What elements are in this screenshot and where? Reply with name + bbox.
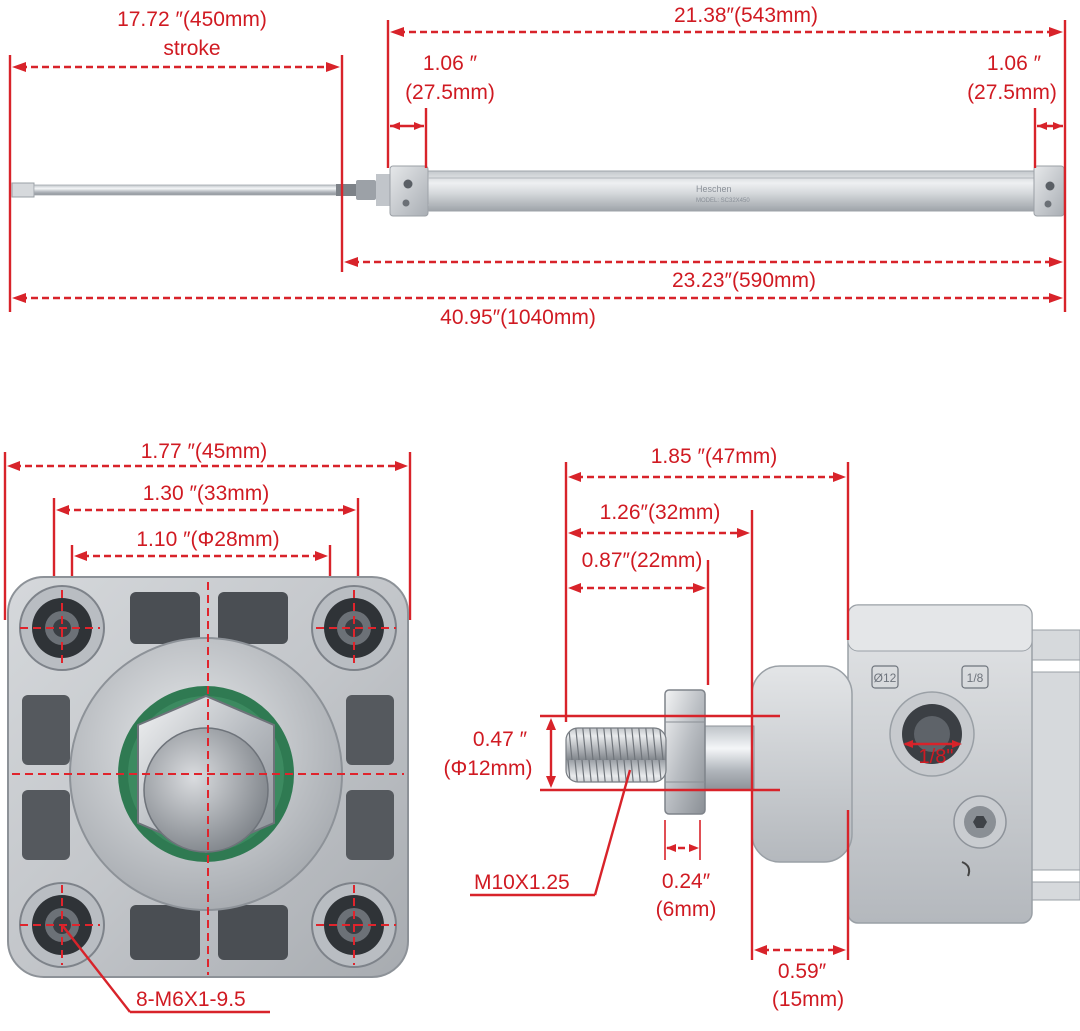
port-size: 1/8" — [919, 746, 954, 768]
boss-diameter: 1.10 ″(Φ28mm) — [136, 528, 279, 551]
total-length: 40.95″(1040mm) — [440, 306, 596, 329]
side-body: Ø12 1/8 — [847, 604, 1080, 924]
rod-end — [143, 727, 269, 853]
side-view: Ø12 1/8 — [443, 445, 1080, 1011]
thread-length: 0.87″(22mm) — [582, 549, 703, 572]
front-end-cap — [376, 165, 429, 217]
rear-end-cap — [1033, 165, 1065, 217]
stroke-label: stroke — [163, 37, 220, 60]
mount-thread-callout: 8-M6X1-9.5 — [61, 924, 270, 1014]
rod-diameter-mm: (Φ12mm) — [443, 757, 532, 780]
rod-to-body: 1.85 ″(47mm) — [651, 445, 777, 468]
nut-thickness-mm: (6mm) — [656, 898, 717, 921]
body-length: 23.23″(590mm) — [672, 269, 816, 292]
right-cap-mm: (27.5mm) — [967, 81, 1057, 104]
rod-to-body-dimension: 1.85 ″(47mm) — [568, 445, 846, 482]
outer-width: 1.77 ″(45mm) — [141, 440, 267, 463]
bolt-spacing: 1.30 ″(33mm) — [143, 482, 269, 505]
rod-thread-callout: M10X1.25 — [470, 769, 632, 897]
thread-length-dimension: 0.87″(22mm) — [568, 549, 706, 593]
rod-thread: M10X1.25 — [474, 871, 570, 894]
port-mark-left: Ø12 — [874, 671, 897, 685]
boss-length-dimension: 0.59″ (15mm) — [754, 945, 846, 1011]
left-cap-mm: (27.5mm) — [405, 81, 495, 104]
end-plate — [7, 576, 409, 978]
rod-diameter-in: 0.47 ″ — [473, 728, 528, 751]
barrel-length-dimension: 21.38″(543mm) — [390, 4, 1063, 37]
cylinder-barrel: Heschen MODEL: SC32X450 — [427, 170, 1035, 212]
nut-thickness-in: 0.24″ — [662, 870, 711, 893]
stroke-value: 17.72 ″(450mm) — [117, 8, 267, 31]
nut-thickness-dimension: 0.24″ (6mm) — [656, 844, 717, 921]
boss-length-in: 0.59″ — [778, 960, 827, 983]
port-mark-right: 1/8 — [967, 671, 984, 685]
total-length-dimension: 40.95″(1040mm) — [12, 293, 1063, 329]
body-length-dimension: 23.23″(590mm) — [344, 257, 1063, 292]
outer-width-dimension: 1.77 ″(45mm) — [7, 440, 408, 471]
side-rod — [565, 689, 755, 815]
rod-to-boss: 1.26″(32mm) — [600, 501, 721, 524]
left-cap-dimension: 1.06 ″ (27.5mm) — [390, 52, 495, 130]
mount-thread: 8-M6X1-9.5 — [136, 988, 246, 1011]
front-view: 1.77 ″(45mm) 1.30 ″(33mm) 1.10 ″(Φ28mm) — [3, 440, 412, 1014]
side-boss — [751, 665, 853, 863]
barrel-length: 21.38″(543mm) — [674, 4, 818, 27]
piston-rod — [11, 180, 376, 200]
brand-label: Heschen — [696, 184, 732, 194]
rod-diameter-dimension: 0.47 ″ (Φ12mm) — [443, 714, 780, 792]
cushion-screw — [953, 795, 1007, 849]
bolt-spacing-dimension: 1.30 ″(33mm) — [56, 482, 356, 515]
right-cap-in: 1.06 ″ — [987, 52, 1042, 75]
boss-length-mm: (15mm) — [772, 988, 844, 1011]
model-label: MODEL: SC32X450 — [696, 198, 750, 204]
left-cap-in: 1.06 ″ — [423, 52, 478, 75]
right-cap-dimension: 1.06 ″ (27.5mm) — [967, 52, 1063, 130]
rod-to-boss-dimension: 1.26″(32mm) — [568, 501, 750, 538]
boss-diameter-dimension: 1.10 ″(Φ28mm) — [74, 528, 328, 561]
air-port — [889, 691, 975, 777]
port-size-dimension: 1/8" — [903, 740, 962, 768]
mount-hole-top-right — [311, 585, 397, 671]
stroke-dimension: 17.72 ″(450mm) stroke — [12, 8, 340, 72]
top-view: Heschen MODEL: SC32X450 17.72 ″(450mm) s… — [8, 4, 1067, 329]
